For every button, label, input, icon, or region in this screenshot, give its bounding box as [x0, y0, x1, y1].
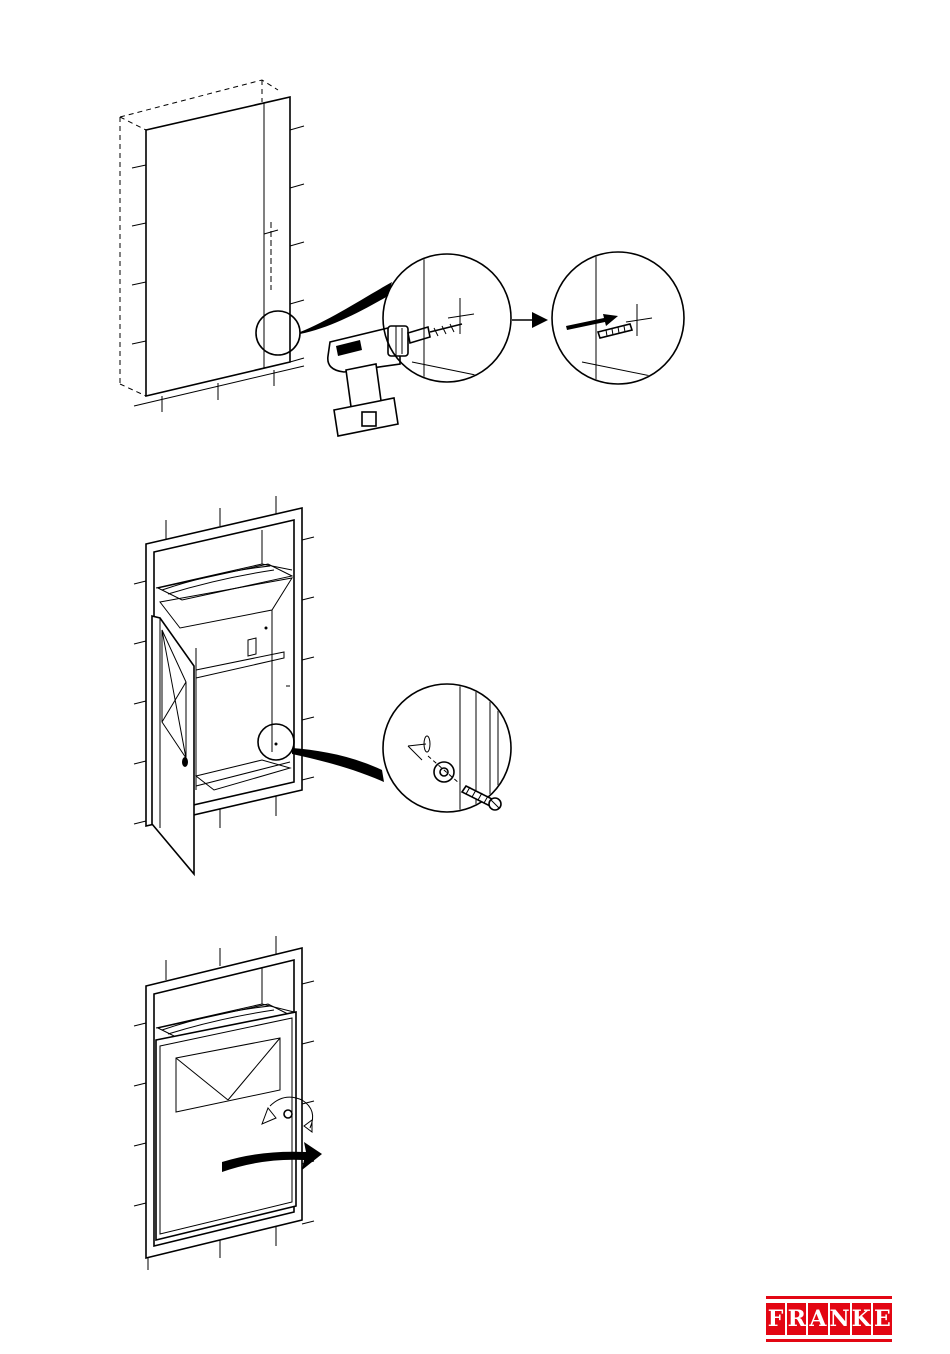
logo-letter: R	[787, 1303, 806, 1335]
step-1-drilling-illustration	[0, 0, 950, 460]
logo-bottom-bar	[766, 1339, 892, 1342]
logo-letter: E	[873, 1303, 892, 1335]
detail-screw-washer-view	[383, 680, 511, 820]
logo-letter: K	[852, 1303, 871, 1335]
callout-pointer	[292, 748, 384, 782]
step-2-fixing-illustration	[0, 460, 950, 900]
logo-letter: A	[808, 1303, 827, 1335]
cover-panel	[132, 97, 304, 412]
detail-drilling-view	[383, 254, 511, 390]
logo-top-bar	[766, 1296, 892, 1299]
cordless-drill-icon	[328, 324, 462, 436]
frame-with-open-door	[134, 496, 314, 874]
detail-anchor-insert-view	[552, 252, 690, 392]
step-arrow-icon	[512, 312, 548, 328]
frame-with-closed-door	[134, 936, 314, 1270]
step-3-closing-illustration	[0, 900, 950, 1300]
callout-pointer	[300, 282, 392, 334]
logo-letter: N	[830, 1303, 850, 1335]
logo-letter: F	[766, 1303, 785, 1335]
